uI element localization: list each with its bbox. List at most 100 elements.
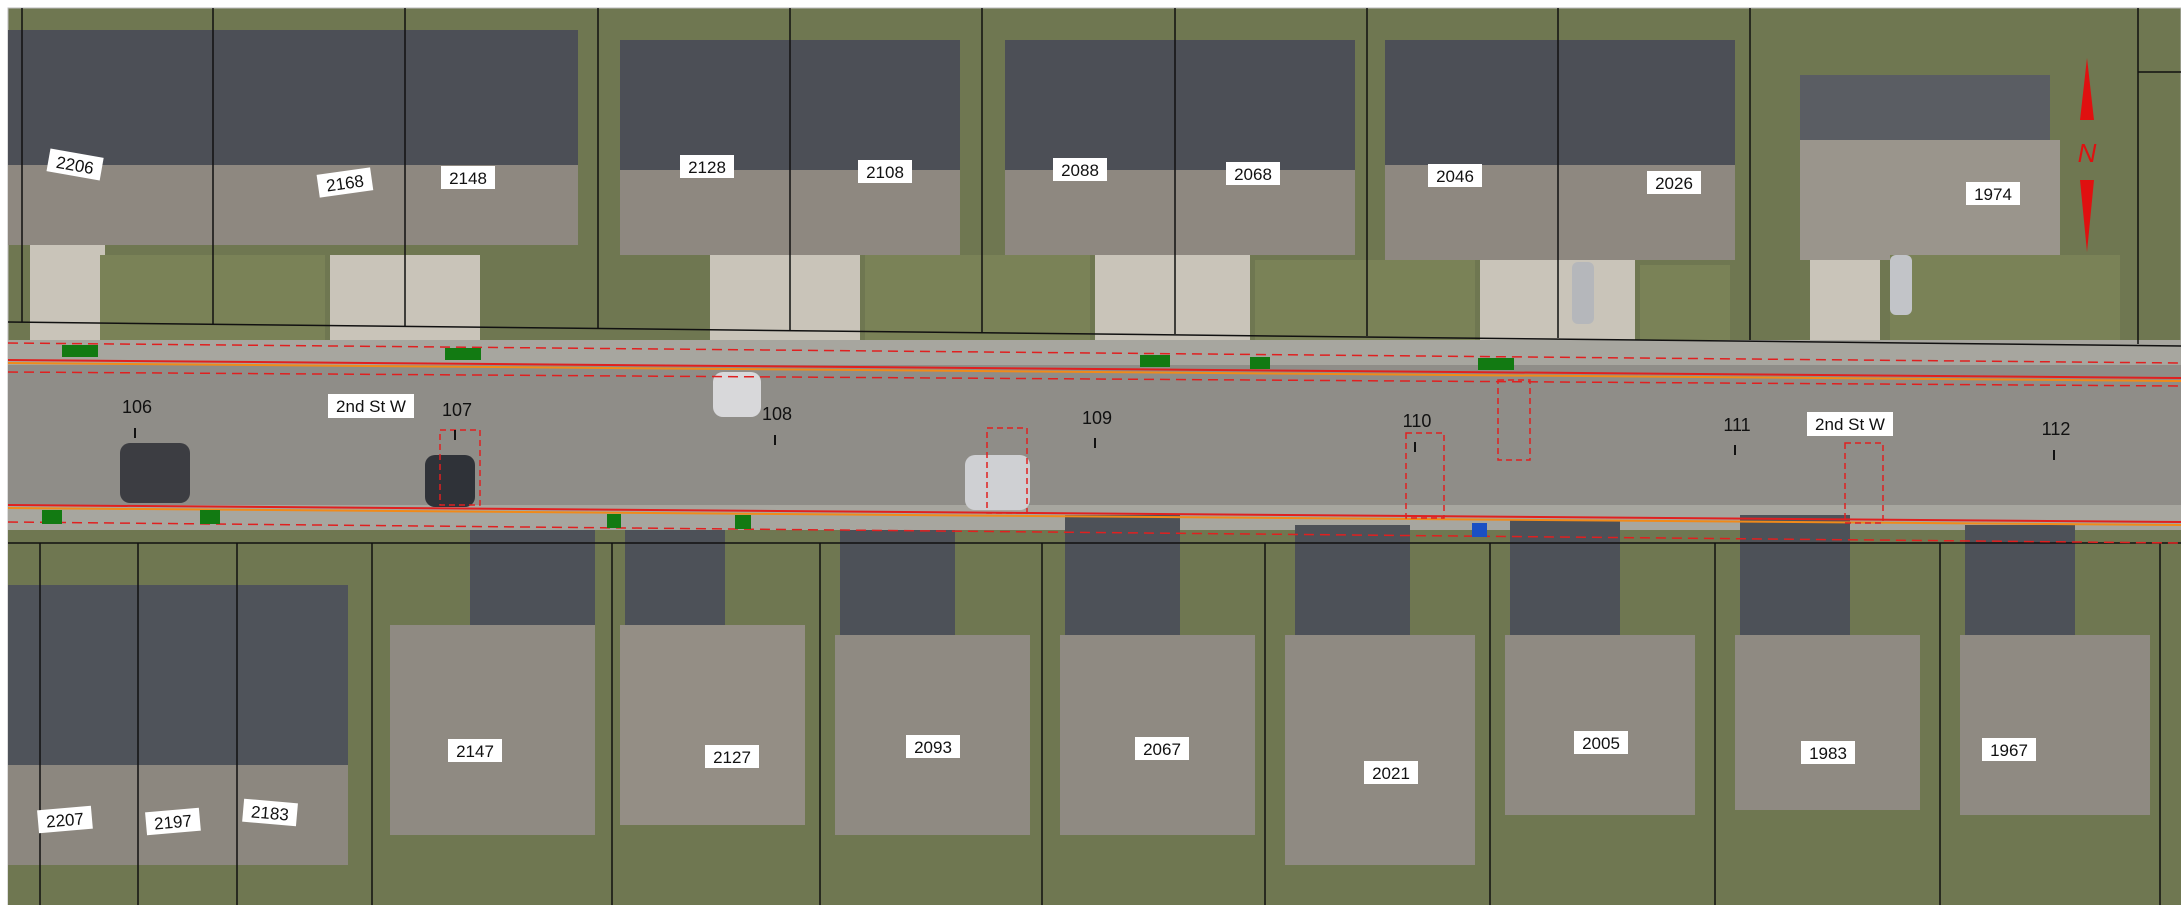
south-roof-light	[1960, 635, 2150, 815]
address-label: 2021	[1372, 764, 1410, 783]
south-roof-dark	[1740, 515, 1850, 640]
car	[425, 455, 475, 507]
address-label: 2147	[456, 742, 494, 761]
north-arrow-tail-icon	[2080, 180, 2094, 252]
station-label: 110	[1403, 411, 1432, 431]
lawn	[1890, 255, 2120, 340]
car	[713, 372, 761, 417]
green-marker	[1478, 358, 1514, 370]
curb-line	[7, 362, 2181, 382]
curb-line	[7, 507, 2181, 526]
address-label-box	[1966, 182, 2020, 205]
north-roof-dark	[1800, 75, 2050, 145]
parcel-lines	[7, 8, 2181, 905]
curb-cut-box	[1497, 379, 1531, 461]
vehicles	[120, 255, 1912, 510]
street-label-box	[1807, 412, 1893, 436]
north-roof-dark	[8, 30, 578, 165]
lawn	[1640, 265, 1730, 340]
south-roof-dark	[470, 530, 595, 630]
row-line-dashed	[7, 371, 2181, 387]
address-label: 2067	[1143, 740, 1181, 759]
row-line-solid	[7, 359, 2181, 379]
green-marker	[735, 515, 751, 529]
address-label: 2068	[1234, 165, 1272, 184]
address-label: 2207	[45, 809, 84, 831]
south-roof-light	[1060, 635, 1255, 835]
address-label-box	[705, 745, 759, 768]
address-label: 2005	[1582, 734, 1620, 753]
address-label-box	[1982, 738, 2036, 761]
south-roof-light	[1285, 635, 1475, 865]
address-label-box	[441, 166, 495, 189]
address-label: 2093	[914, 738, 952, 757]
station-label: 111	[1723, 415, 1750, 435]
address-label: 2197	[153, 811, 192, 833]
driveway	[710, 255, 860, 340]
green-marker	[607, 514, 621, 528]
green-marker	[42, 510, 62, 524]
address-label: 2046	[1436, 167, 1474, 186]
station-labels: 106 107 108 109 110 111 112	[122, 397, 2070, 439]
street-label-group: 2nd St W 2nd St W	[328, 394, 1893, 436]
address-label: 1983	[1809, 744, 1847, 763]
street-label-box	[328, 394, 414, 418]
station-label: 108	[762, 404, 792, 424]
south-roof-dark	[1965, 525, 2075, 640]
station-label: 106	[122, 397, 152, 417]
north-boulevard	[8, 340, 2181, 365]
green-marker	[200, 510, 220, 524]
address-label-box	[1053, 158, 1107, 181]
north-arrow: N	[2078, 58, 2097, 252]
address-label-box	[1801, 741, 1855, 764]
south-roof-light	[1735, 635, 1920, 810]
car	[1572, 262, 1594, 324]
station-label: 112	[2042, 419, 2071, 439]
address-label-box	[46, 148, 104, 181]
car	[965, 455, 1030, 510]
row-line-dashed	[7, 342, 2181, 364]
address-label-box	[145, 807, 201, 836]
south-roof-light	[1505, 635, 1695, 815]
green-marker	[1140, 355, 1170, 367]
green-marker	[1250, 357, 1270, 369]
right-of-way-lines	[7, 342, 2181, 544]
north-roof-light	[1800, 140, 2060, 260]
south-roof-dark	[625, 530, 725, 630]
south-roof-dark	[1295, 525, 1410, 640]
address-label-box	[37, 805, 93, 834]
address-label: 2183	[250, 802, 289, 824]
address-label-box	[1574, 731, 1628, 754]
north-roof-light	[1005, 170, 1355, 255]
curb-cut-box	[439, 429, 481, 506]
blue-marker	[1472, 523, 1487, 537]
curb-cut-box	[1844, 442, 1884, 524]
south-roof-light	[620, 625, 805, 825]
address-label-box	[1364, 761, 1418, 784]
north-roof-dark	[1005, 40, 1355, 170]
curb-cut-box	[986, 427, 1028, 514]
address-label-box	[858, 160, 912, 183]
address-label-box	[1428, 164, 1482, 187]
address-label: 2026	[1655, 174, 1693, 193]
north-address-labels: 2206 2168 2148 2128 2108 2088 2068 2046 …	[46, 148, 2020, 205]
address-label-box	[1647, 171, 1701, 194]
address-label-box	[242, 798, 298, 827]
address-label-box	[1135, 737, 1189, 760]
driveway	[1810, 260, 1880, 340]
address-label-box	[680, 155, 734, 178]
parcel-line	[7, 321, 2181, 347]
row-line-solid	[7, 504, 2181, 523]
south-roof-dark	[840, 530, 955, 640]
address-label: 2148	[449, 169, 487, 188]
south-roof-light	[390, 625, 595, 835]
green-markers	[42, 345, 1514, 529]
south-houses	[8, 515, 2181, 905]
address-label: 2108	[866, 163, 904, 182]
address-label-box	[1226, 162, 1280, 185]
lawn	[1255, 260, 1475, 340]
driveway	[1095, 255, 1250, 340]
street-label: 2nd St W	[336, 397, 406, 416]
south-roof-dark	[1510, 520, 1620, 640]
